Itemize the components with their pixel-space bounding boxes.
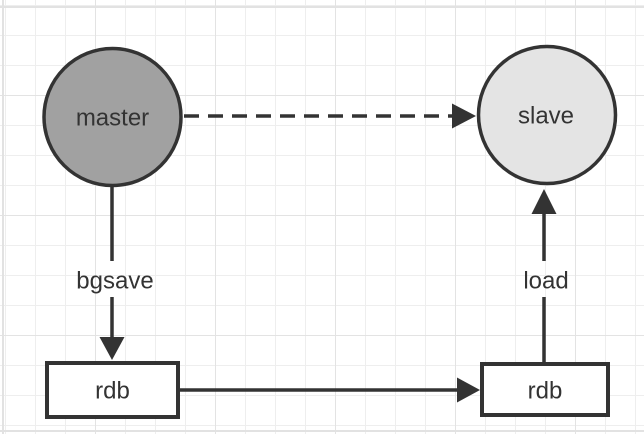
canvas-left-border [2,0,4,434]
master-label: master [76,104,149,131]
slave-circle [476,44,618,186]
arrowhead-right-icon [457,377,480,403]
edge-label-load: load [523,267,568,294]
edge-master-to-rdb: bgsave [76,187,154,360]
canvas-top-border [0,6,644,8]
canvas-bottom-border [0,430,644,432]
node-rdb-left: rdb [45,361,180,419]
edge-master-to-slave [184,103,476,129]
edge-rdb-to-slave: load [523,189,569,364]
rdb-left-rect [45,361,180,419]
arrowhead-right-icon [452,103,476,129]
node-rdb-right: rdb [480,362,610,417]
node-master: master [42,46,183,188]
rdb-right-rect [480,362,610,417]
arrowhead-up-icon [531,189,557,214]
master-circle [42,46,183,188]
arrowhead-down-icon [99,337,125,360]
slave-label: slave [518,102,574,129]
rdb-left-label: rdb [95,377,130,404]
rdb-right-label: rdb [528,377,563,404]
edge-rdb-to-rdb [178,377,480,403]
edge-label-bgsave: bgsave [76,267,153,294]
node-slave: slave [476,44,618,186]
